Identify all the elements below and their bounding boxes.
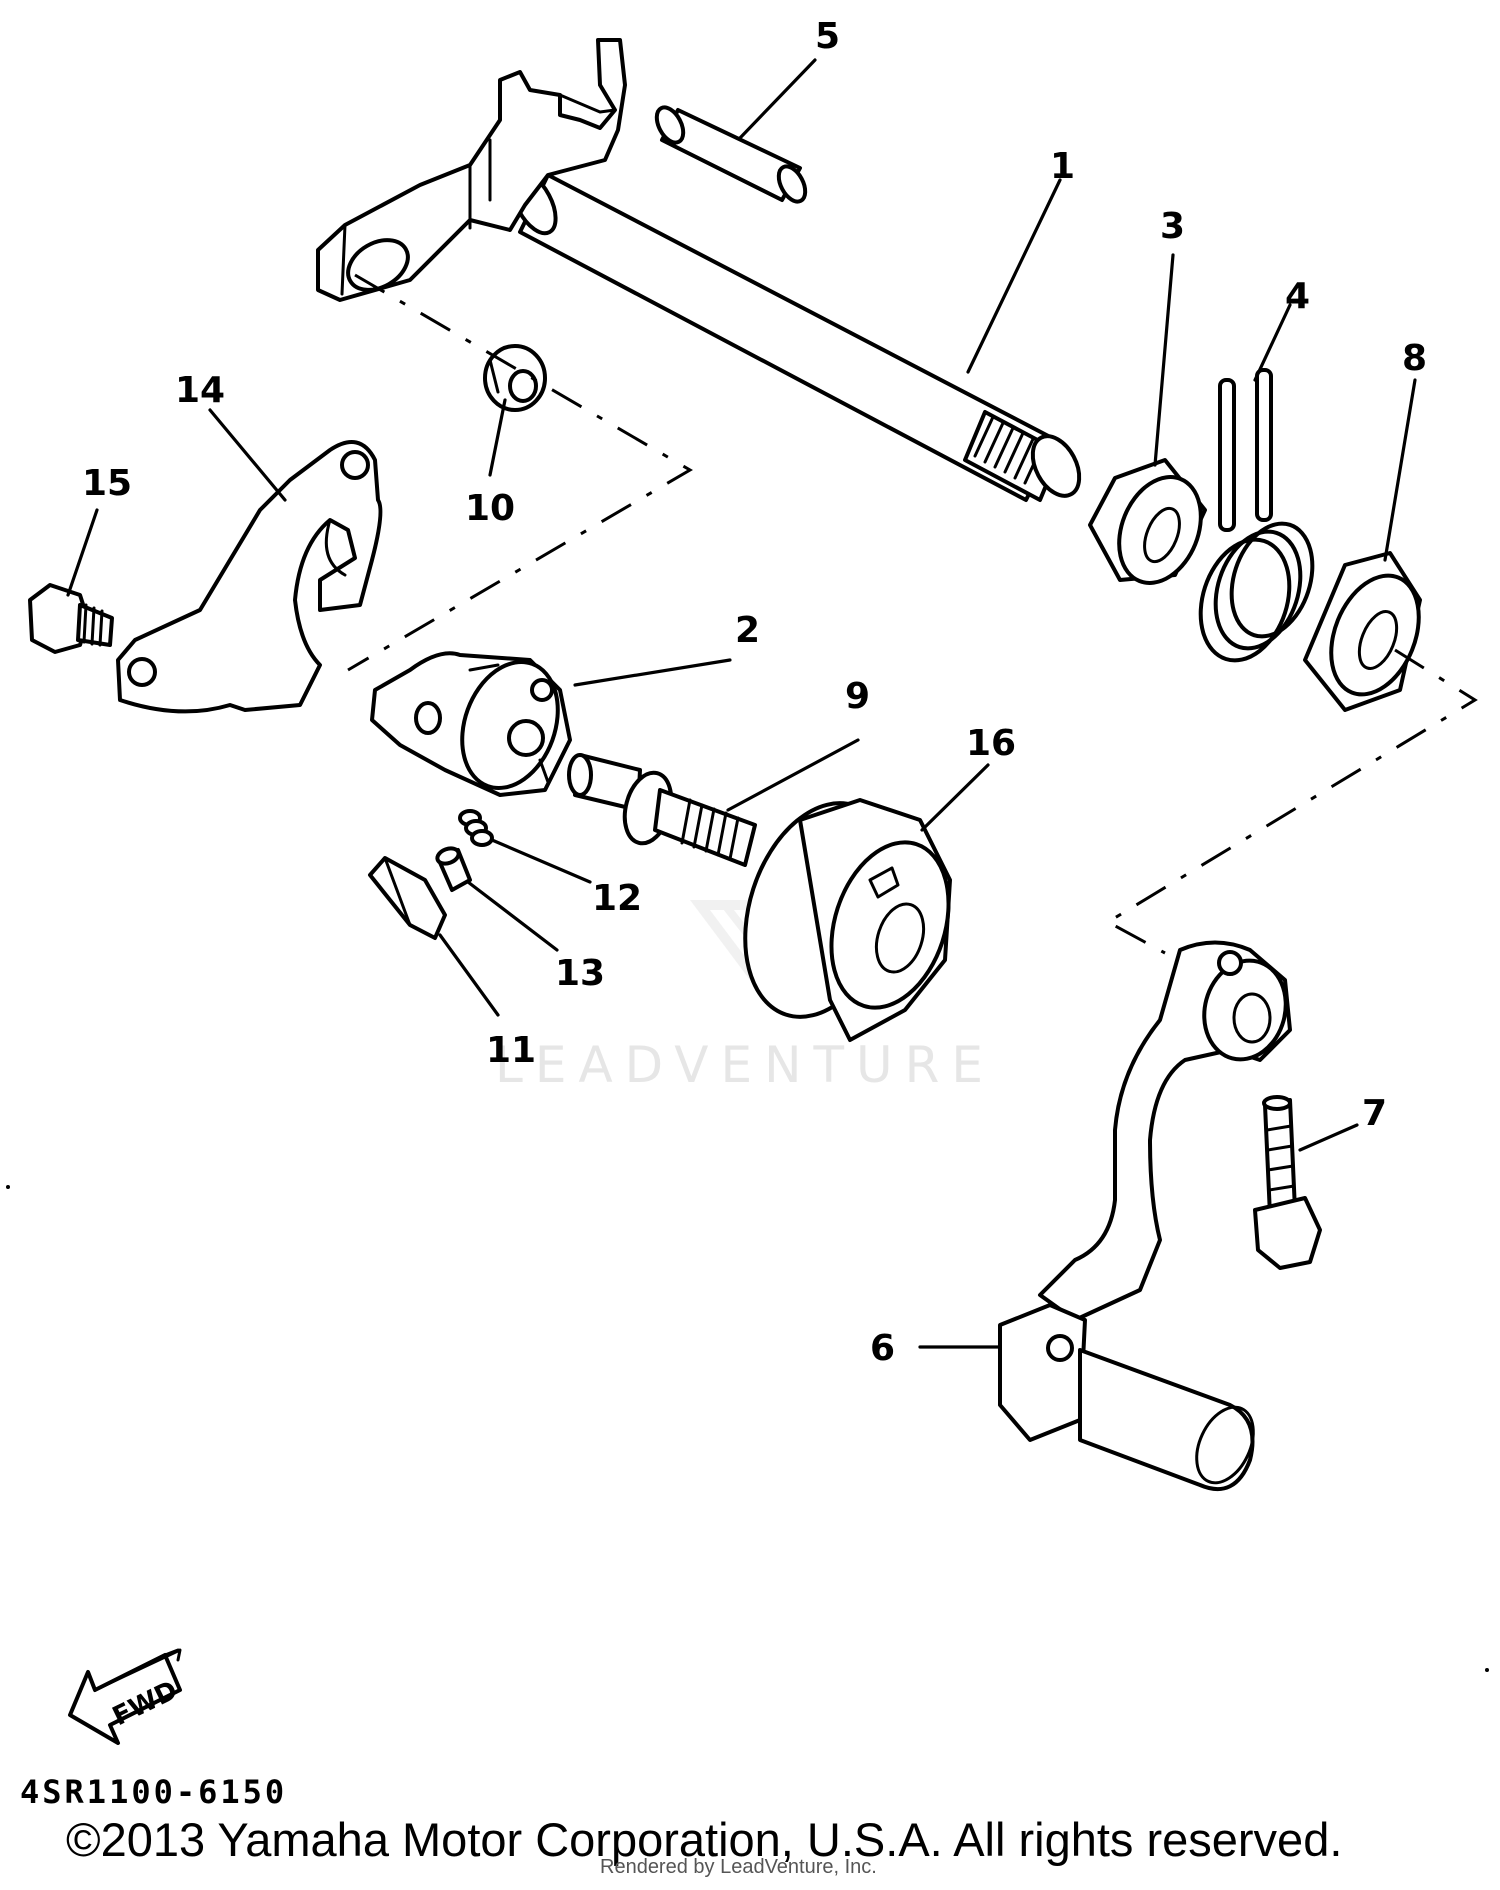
callout-8: 8 <box>1402 338 1427 379</box>
assembly-alignment-lines <box>347 273 1478 955</box>
copyright-notice: ©2013 Yamaha Motor Corporation, U.S.A. A… <box>66 1813 1343 1866</box>
callout-12: 12 <box>592 878 642 919</box>
part-13-pin <box>435 846 472 892</box>
part-7-bolt <box>1253 1095 1322 1270</box>
part-9-bolt <box>567 753 757 867</box>
scan-dot <box>1485 1668 1489 1672</box>
watermark-text: LEADVENTURE <box>495 1036 995 1094</box>
callout-4: 4 <box>1285 276 1310 317</box>
callout-10: 10 <box>465 488 515 529</box>
callout-5: 5 <box>815 16 840 57</box>
rendered-by-note: Rendered by LeadVenture, Inc. <box>600 1856 877 1878</box>
part-2-stopper <box>370 651 572 797</box>
diagram-code: 4SR1100-6150 <box>20 1773 288 1811</box>
part-6-shift-pedal <box>998 940 1292 1491</box>
fwd-arrow: FWD <box>68 1648 182 1745</box>
callout-1: 1 <box>1050 146 1075 187</box>
scan-dot <box>6 1185 10 1189</box>
part-1-shift-shaft <box>316 38 1082 502</box>
callout-16: 16 <box>966 723 1016 764</box>
part-5-dowel-pin <box>654 105 808 204</box>
part-14-lever <box>116 440 383 714</box>
part-4-spring <box>1198 368 1315 663</box>
callout-13: 13 <box>555 953 605 994</box>
part-12-spring <box>458 809 494 847</box>
callout-7: 7 <box>1362 1093 1387 1134</box>
part-16-segment <box>743 798 952 1042</box>
leader-lines <box>66 58 1417 1349</box>
callout-2: 2 <box>735 610 760 651</box>
callout-14: 14 <box>175 370 225 411</box>
part-8-bushing <box>1303 551 1422 712</box>
part-10-washer <box>483 344 547 412</box>
callout-labels: 1 2 3 4 5 6 7 8 9 10 11 12 13 14 15 16 <box>82 16 1427 1369</box>
callout-9: 9 <box>845 676 870 717</box>
callout-11: 11 <box>486 1030 536 1071</box>
callout-6: 6 <box>870 1328 895 1369</box>
part-15-bolt <box>28 583 114 654</box>
callout-3: 3 <box>1160 206 1185 247</box>
part-11-key <box>368 856 447 940</box>
part-3-collar <box>1088 458 1207 585</box>
callout-15: 15 <box>82 463 132 504</box>
